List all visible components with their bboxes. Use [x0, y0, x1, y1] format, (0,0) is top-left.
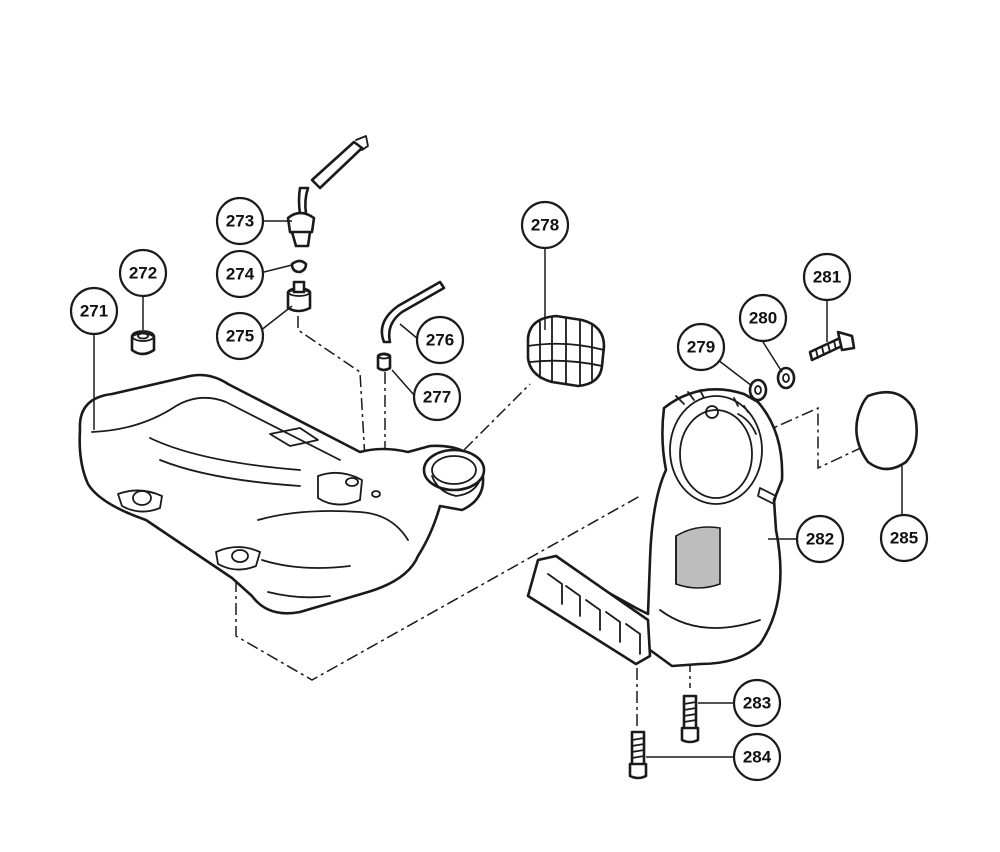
leader-lines [93, 220, 903, 758]
callout-282: 282 [795, 514, 845, 564]
callout-275: 275 [215, 311, 265, 361]
callout-273: 273 [215, 196, 265, 246]
callout-285: 285 [879, 513, 929, 563]
callout-284: 284 [732, 732, 782, 782]
breather-hose-part [380, 280, 446, 344]
callout-278: 278 [520, 200, 570, 250]
callout-281-label: 281 [813, 268, 841, 287]
assembly-lines [235, 316, 883, 726]
callout-272: 272 [118, 248, 168, 298]
breather-part [376, 352, 392, 372]
callout-275-label: 275 [226, 327, 254, 346]
bolt-long-part [628, 730, 648, 780]
callout-280: 280 [738, 293, 788, 343]
fuel-line-part [286, 135, 369, 248]
callout-279: 279 [676, 322, 726, 372]
lock-washer-part [776, 366, 796, 390]
callout-281: 281 [802, 252, 852, 302]
callout-276-label: 276 [426, 331, 454, 350]
guard-bracket-part [526, 388, 784, 668]
washer-part [748, 378, 768, 402]
fuel-filter-part [286, 280, 312, 313]
callout-283: 283 [732, 678, 782, 728]
grommet-part [130, 330, 156, 356]
gasket-part [855, 391, 918, 471]
clip-part [290, 259, 308, 274]
callout-282-label: 282 [806, 530, 834, 549]
callout-273-label: 273 [226, 212, 254, 231]
callout-280-label: 280 [749, 309, 777, 328]
callout-284-label: 284 [743, 748, 772, 767]
callout-271-label: 271 [80, 302, 108, 321]
fuel-tank-part [78, 373, 486, 615]
callout-278-label: 278 [531, 216, 559, 235]
callout-277: 277 [412, 372, 462, 422]
callout-276: 276 [415, 315, 465, 365]
bolt-short-part [680, 694, 700, 744]
callout-274-label: 274 [226, 265, 255, 284]
callout-283-label: 283 [743, 694, 771, 713]
callout-272-label: 272 [129, 264, 157, 283]
fuel-cap-part [526, 314, 606, 388]
screw-part [808, 330, 856, 362]
callout-277-label: 277 [423, 388, 451, 407]
callout-279-label: 279 [687, 338, 715, 357]
callout-285-label: 285 [890, 529, 918, 548]
callout-274: 274 [215, 249, 265, 299]
callout-271: 271 [69, 286, 119, 336]
